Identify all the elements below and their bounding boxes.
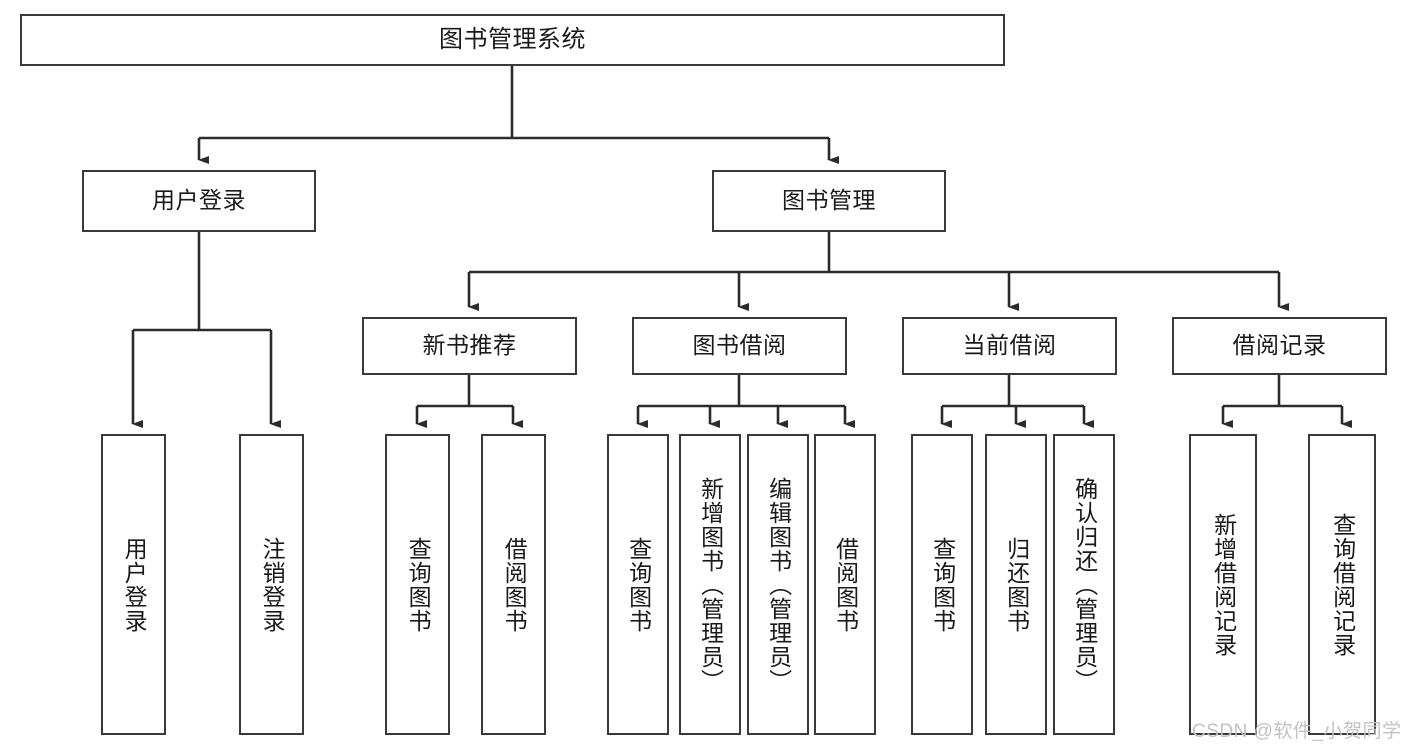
node-current-borrow-label: 当前借阅: [962, 332, 1057, 359]
node-leaf-borrow-book-label: 借阅图书: [832, 536, 859, 633]
node-leaf-return-book-label: 归还图书: [1003, 536, 1030, 633]
node-user-login[interactable]: 用户登录: [82, 170, 316, 232]
node-book-management[interactable]: 图书管理: [712, 170, 946, 232]
node-leaf-query-book-borrow[interactable]: 查询图书: [607, 434, 669, 735]
node-leaf-query-borrow-record[interactable]: 查询借阅记录: [1308, 434, 1376, 735]
node-leaf-edit-book-admin-label: 编辑图书（管理员）: [765, 476, 792, 693]
node-leaf-confirm-return-admin-label: 确认归还（管理员）: [1071, 476, 1098, 693]
node-leaf-logout-login-label: 注销登录: [259, 536, 286, 633]
node-leaf-query-book-recommend[interactable]: 查询图书: [385, 434, 450, 735]
node-leaf-query-book-borrow-label: 查询图书: [625, 536, 652, 633]
node-leaf-borrow-book-recommend[interactable]: 借阅图书: [481, 434, 546, 735]
node-leaf-borrow-book[interactable]: 借阅图书: [814, 434, 876, 735]
node-user-login-label: 用户登录: [152, 187, 246, 214]
node-borrow-record-label: 借阅记录: [1232, 332, 1327, 359]
node-book-borrow-label: 图书借阅: [692, 332, 787, 359]
node-current-borrow[interactable]: 当前借阅: [902, 317, 1117, 375]
node-root-label: 图书管理系统: [439, 25, 586, 53]
node-leaf-user-login[interactable]: 用户登录: [101, 434, 166, 735]
node-leaf-add-book-admin[interactable]: 新增图书（管理员）: [679, 434, 741, 735]
node-leaf-return-book[interactable]: 归还图书: [985, 434, 1047, 735]
node-leaf-add-borrow-record-label: 新增借阅记录: [1210, 512, 1237, 657]
node-leaf-add-borrow-record[interactable]: 新增借阅记录: [1189, 434, 1257, 735]
node-book-borrow[interactable]: 图书借阅: [632, 317, 847, 375]
node-leaf-query-book-current[interactable]: 查询图书: [911, 434, 973, 735]
node-leaf-confirm-return-admin[interactable]: 确认归还（管理员）: [1053, 434, 1115, 735]
node-leaf-query-borrow-record-label: 查询借阅记录: [1329, 512, 1356, 657]
node-book-management-label: 图书管理: [782, 187, 876, 214]
node-borrow-record[interactable]: 借阅记录: [1172, 317, 1387, 375]
watermark: CSDN @软件_小贺同学: [1192, 721, 1402, 742]
node-leaf-user-login-label: 用户登录: [121, 536, 148, 633]
node-root[interactable]: 图书管理系统: [20, 14, 1005, 66]
node-leaf-query-book-current-label: 查询图书: [929, 536, 956, 633]
node-leaf-logout-login[interactable]: 注销登录: [239, 434, 304, 735]
node-new-book-recommend[interactable]: 新书推荐: [362, 317, 577, 375]
node-leaf-borrow-book-recommend-label: 借阅图书: [501, 536, 528, 633]
node-leaf-query-book-recommend-label: 查询图书: [405, 536, 432, 633]
node-leaf-edit-book-admin[interactable]: 编辑图书（管理员）: [747, 434, 809, 735]
node-new-book-recommend-label: 新书推荐: [422, 332, 517, 359]
node-leaf-add-book-admin-label: 新增图书（管理员）: [697, 476, 724, 693]
